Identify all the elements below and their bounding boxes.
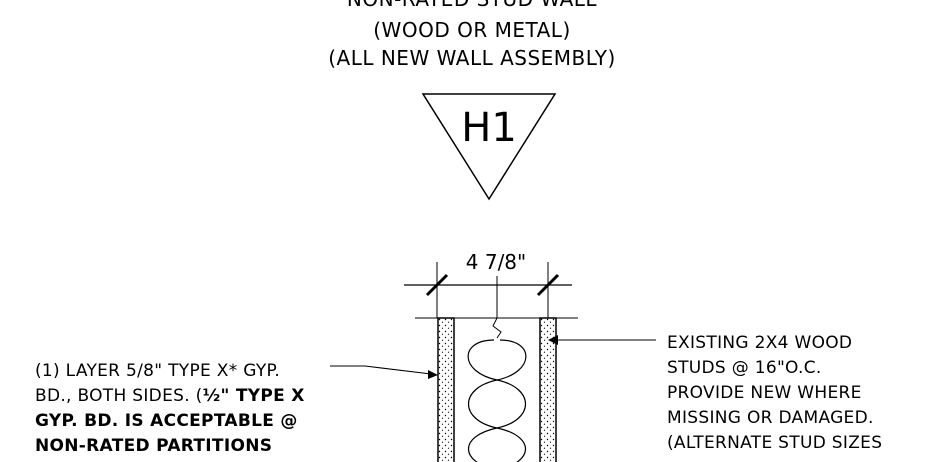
wall-section xyxy=(415,276,578,462)
right-leader-arrow xyxy=(548,335,558,345)
left-note-line-1: (1) LAYER 5/8" TYPE X* GYP. xyxy=(35,361,281,381)
right-note-line-5: (ALTERNATE STUD SIZES xyxy=(667,433,883,453)
right-note-line-3: PROVIDE NEW WHERE xyxy=(667,383,862,403)
right-note-line-2: STUDS @ 16"O.C. xyxy=(667,358,822,378)
stud-note: EXISTING 2X4 WOOD STUDS @ 16"O.C. PROVID… xyxy=(667,331,882,456)
stud-centerline-break xyxy=(492,276,502,339)
tag-triangle xyxy=(421,93,557,201)
title-line-2: (WOOD OR METAL) xyxy=(373,18,571,42)
dimension-tick-right xyxy=(536,273,560,297)
dimension-tick-left xyxy=(425,273,449,297)
gypsum-board-note: (1) LAYER 5/8" TYPE X* GYP. BD., BOTH SI… xyxy=(35,359,305,459)
left-note-line-3: GYP. BD. IS ACCEPTABLE @ xyxy=(35,411,298,431)
left-leader-line xyxy=(330,365,432,375)
left-leader-arrow xyxy=(428,370,438,379)
tag-label: H1 xyxy=(461,105,517,151)
title-line-1: NON-RATED STUD WALL xyxy=(0,0,944,11)
right-note-line-1: EXISTING 2X4 WOOD xyxy=(667,333,853,353)
right-note-line-4: MISSING OR DAMAGED. xyxy=(667,408,874,428)
insulation-curve-a xyxy=(468,339,527,462)
left-note-line-2-normal: BD., BOTH SIDES. ( xyxy=(35,386,203,406)
dimension-label: 4 7/8" xyxy=(466,250,526,274)
insulation-curve-b xyxy=(467,339,526,462)
left-note-line-4: NON-RATED PARTITIONS xyxy=(35,436,273,456)
wall-type-tag: H1 xyxy=(421,93,557,201)
left-note-line-2: BD., BOTH SIDES. (½" TYPE X xyxy=(35,384,305,409)
left-note-line-2-bold: ½" TYPE X xyxy=(202,386,305,406)
leaders xyxy=(330,335,656,379)
title-line-3: (ALL NEW WALL ASSEMBLY) xyxy=(328,46,616,70)
dimension-annotation: 4 7/8" xyxy=(404,250,572,318)
gypsum-board-right xyxy=(539,317,557,462)
gypsum-board-left xyxy=(437,317,455,462)
